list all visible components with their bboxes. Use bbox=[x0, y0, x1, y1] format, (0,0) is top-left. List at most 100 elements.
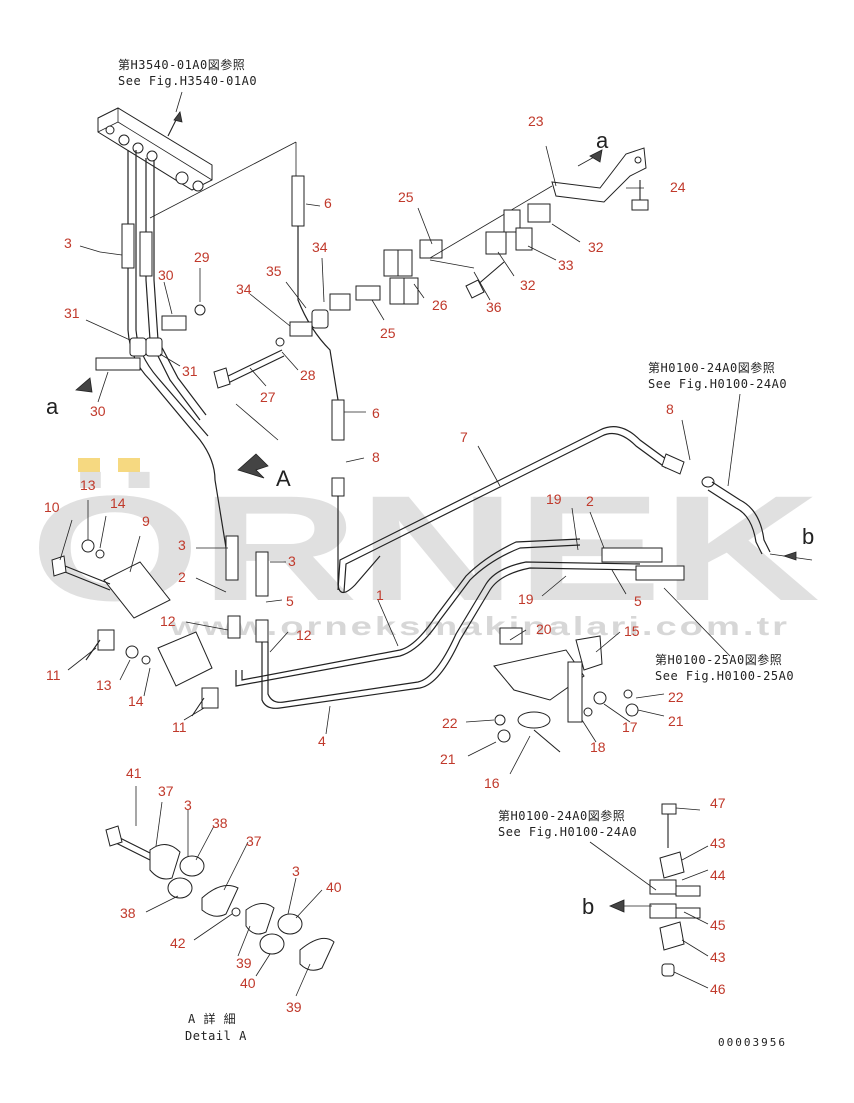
callout-25: 25 bbox=[398, 189, 414, 205]
callout-23: 23 bbox=[528, 113, 544, 129]
callout-39-top: 39 bbox=[236, 955, 252, 971]
callout-35: 35 bbox=[266, 263, 282, 279]
callout-14-top: 14 bbox=[110, 495, 126, 511]
callout-32-lower: 32 bbox=[520, 277, 536, 293]
callout-19-top: 19 bbox=[546, 491, 562, 507]
drawing-number: 00003956 bbox=[718, 1036, 787, 1049]
clamp-group-right bbox=[383, 147, 649, 305]
ref-letter-a-left: a bbox=[46, 394, 59, 419]
callout-22-left: 22 bbox=[442, 715, 458, 731]
callout-29: 29 bbox=[194, 249, 210, 265]
callout-10: 10 bbox=[44, 499, 60, 515]
callout-13-lower: 13 bbox=[96, 677, 112, 693]
callout-5-left: 5 bbox=[286, 593, 294, 609]
bracket-group-center bbox=[493, 627, 639, 753]
callout-32: 32 bbox=[588, 239, 604, 255]
note-1-en: See Fig.H3540-01A0 bbox=[118, 74, 257, 88]
callout-30: 30 bbox=[158, 267, 174, 283]
callout-41: 41 bbox=[126, 765, 142, 781]
callout-2-left: 2 bbox=[178, 569, 186, 585]
callout-9: 9 bbox=[142, 513, 150, 529]
callout-3: 3 bbox=[64, 235, 72, 251]
callout-12-right: 12 bbox=[296, 627, 312, 643]
callout-44: 44 bbox=[710, 867, 726, 883]
callout-19-lower: 19 bbox=[518, 591, 534, 607]
callout-28: 28 bbox=[300, 367, 316, 383]
callout-40-lower: 40 bbox=[240, 975, 256, 991]
callout-31: 31 bbox=[64, 305, 80, 321]
ref-letter-view-a: A bbox=[276, 466, 291, 491]
callout-3-detail-lower: 3 bbox=[292, 863, 300, 879]
detail-caption-en: Detail A bbox=[185, 1029, 247, 1043]
pipe-1-and-4 bbox=[225, 535, 685, 709]
callout-3-detail-top: 3 bbox=[184, 797, 192, 813]
reference-note-2: 第H0100-24A0図参照 See Fig.H0100-24A0 bbox=[648, 360, 787, 391]
arrow-a-icon bbox=[589, 149, 603, 163]
callout-22-right: 22 bbox=[668, 689, 684, 705]
callouts: 23 6 25 24 3 34 32 29 35 33 30 26 32 34 … bbox=[44, 113, 726, 1015]
callout-34: 34 bbox=[312, 239, 328, 255]
callout-3-right: 3 bbox=[288, 553, 296, 569]
hose-right bbox=[701, 476, 813, 561]
callout-5-right: 5 bbox=[634, 593, 642, 609]
clamp-group-center bbox=[289, 285, 381, 337]
callout-38-top: 38 bbox=[212, 815, 228, 831]
callout-18: 18 bbox=[590, 739, 606, 755]
arrow-view-a-icon bbox=[237, 453, 269, 479]
callout-43-top: 43 bbox=[710, 835, 726, 851]
callout-38-lower: 38 bbox=[120, 905, 136, 921]
callout-14-lower: 14 bbox=[128, 693, 144, 709]
arrows bbox=[75, 149, 797, 913]
callout-21-right: 21 bbox=[668, 713, 684, 729]
watermark: ÖRNEK www.orneksmakinalari.com.tr bbox=[30, 458, 820, 641]
watermark-url: www.orneksmakinalari.com.tr bbox=[169, 611, 790, 641]
callout-13-top: 13 bbox=[80, 477, 96, 493]
callout-31-lower: 31 bbox=[182, 363, 198, 379]
reference-note-4: 第H0100-24A0図参照 See Fig.H0100-24A0 bbox=[498, 808, 637, 839]
callout-21-left: 21 bbox=[440, 751, 456, 767]
callout-43-lower: 43 bbox=[710, 949, 726, 965]
detail-a-caption: A 詳 細 Detail A bbox=[185, 1011, 247, 1043]
callout-34-left: 34 bbox=[236, 281, 252, 297]
note-4-jp: 第H0100-24A0図参照 bbox=[498, 808, 625, 823]
note-1-jp: 第H3540-01A0図参照 bbox=[118, 57, 245, 72]
arrow-b-icon bbox=[782, 551, 797, 561]
pipe-7 bbox=[337, 426, 685, 593]
callout-25-lower: 25 bbox=[380, 325, 396, 341]
callout-39-lower: 39 bbox=[286, 999, 302, 1015]
callout-30-lower: 30 bbox=[90, 403, 106, 419]
watermark-accent-dot-right bbox=[118, 458, 140, 472]
callout-6-lower: 6 bbox=[372, 405, 380, 421]
callout-1: 1 bbox=[376, 587, 384, 603]
arrow-a-left-icon bbox=[75, 377, 93, 393]
callout-8: 8 bbox=[372, 449, 380, 465]
ref-letter-b-detail: b bbox=[582, 894, 594, 919]
watermark-accent-dot-left bbox=[78, 458, 100, 472]
callout-45: 45 bbox=[710, 917, 726, 933]
ref-letter-a-top: a bbox=[596, 128, 609, 153]
detail-a-assembly bbox=[105, 825, 335, 971]
leader-lines bbox=[59, 91, 741, 997]
callout-24: 24 bbox=[670, 179, 686, 195]
reference-note-3: 第H0100-25A0図参照 See Fig.H0100-25A0 bbox=[655, 652, 794, 683]
callout-20: 20 bbox=[536, 621, 552, 637]
callout-12-left: 12 bbox=[160, 613, 176, 629]
callout-42: 42 bbox=[170, 935, 186, 951]
callout-37-lower: 37 bbox=[246, 833, 262, 849]
detail-caption-jp: A 詳 細 bbox=[188, 1011, 236, 1026]
callout-46: 46 bbox=[710, 981, 726, 997]
callout-27: 27 bbox=[260, 389, 276, 405]
bolt-27 bbox=[213, 337, 285, 389]
callout-11-left: 11 bbox=[46, 667, 61, 683]
note-4-en: See Fig.H0100-24A0 bbox=[498, 825, 637, 839]
callout-17: 17 bbox=[622, 719, 638, 735]
callout-15: 15 bbox=[624, 623, 640, 639]
callout-2-right: 2 bbox=[586, 493, 594, 509]
callout-4: 4 bbox=[318, 733, 326, 749]
callout-8-right: 8 bbox=[666, 401, 674, 417]
reference-note-1: 第H3540-01A0図参照 See Fig.H3540-01A0 bbox=[118, 57, 257, 88]
note-3-jp: 第H0100-25A0図参照 bbox=[655, 652, 782, 667]
reference-letters: a a b b A bbox=[46, 128, 814, 919]
callout-36: 36 bbox=[486, 299, 502, 315]
